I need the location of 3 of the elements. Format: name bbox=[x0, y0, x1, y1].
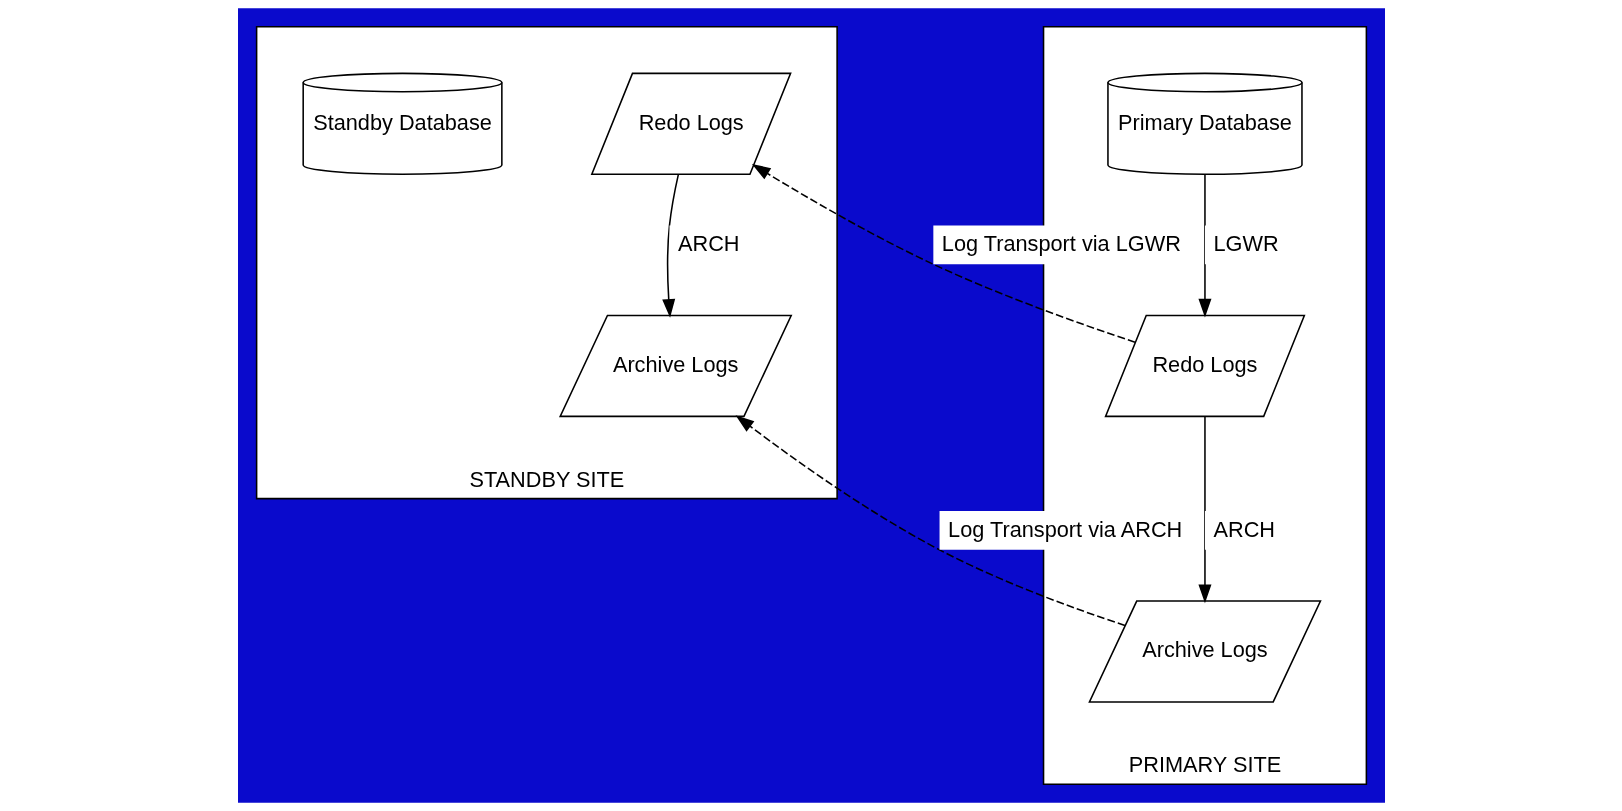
edge-label: LGWR bbox=[1212, 231, 1279, 257]
edge-label: ARCH bbox=[677, 231, 740, 257]
edge-label: ARCH bbox=[1212, 516, 1275, 542]
